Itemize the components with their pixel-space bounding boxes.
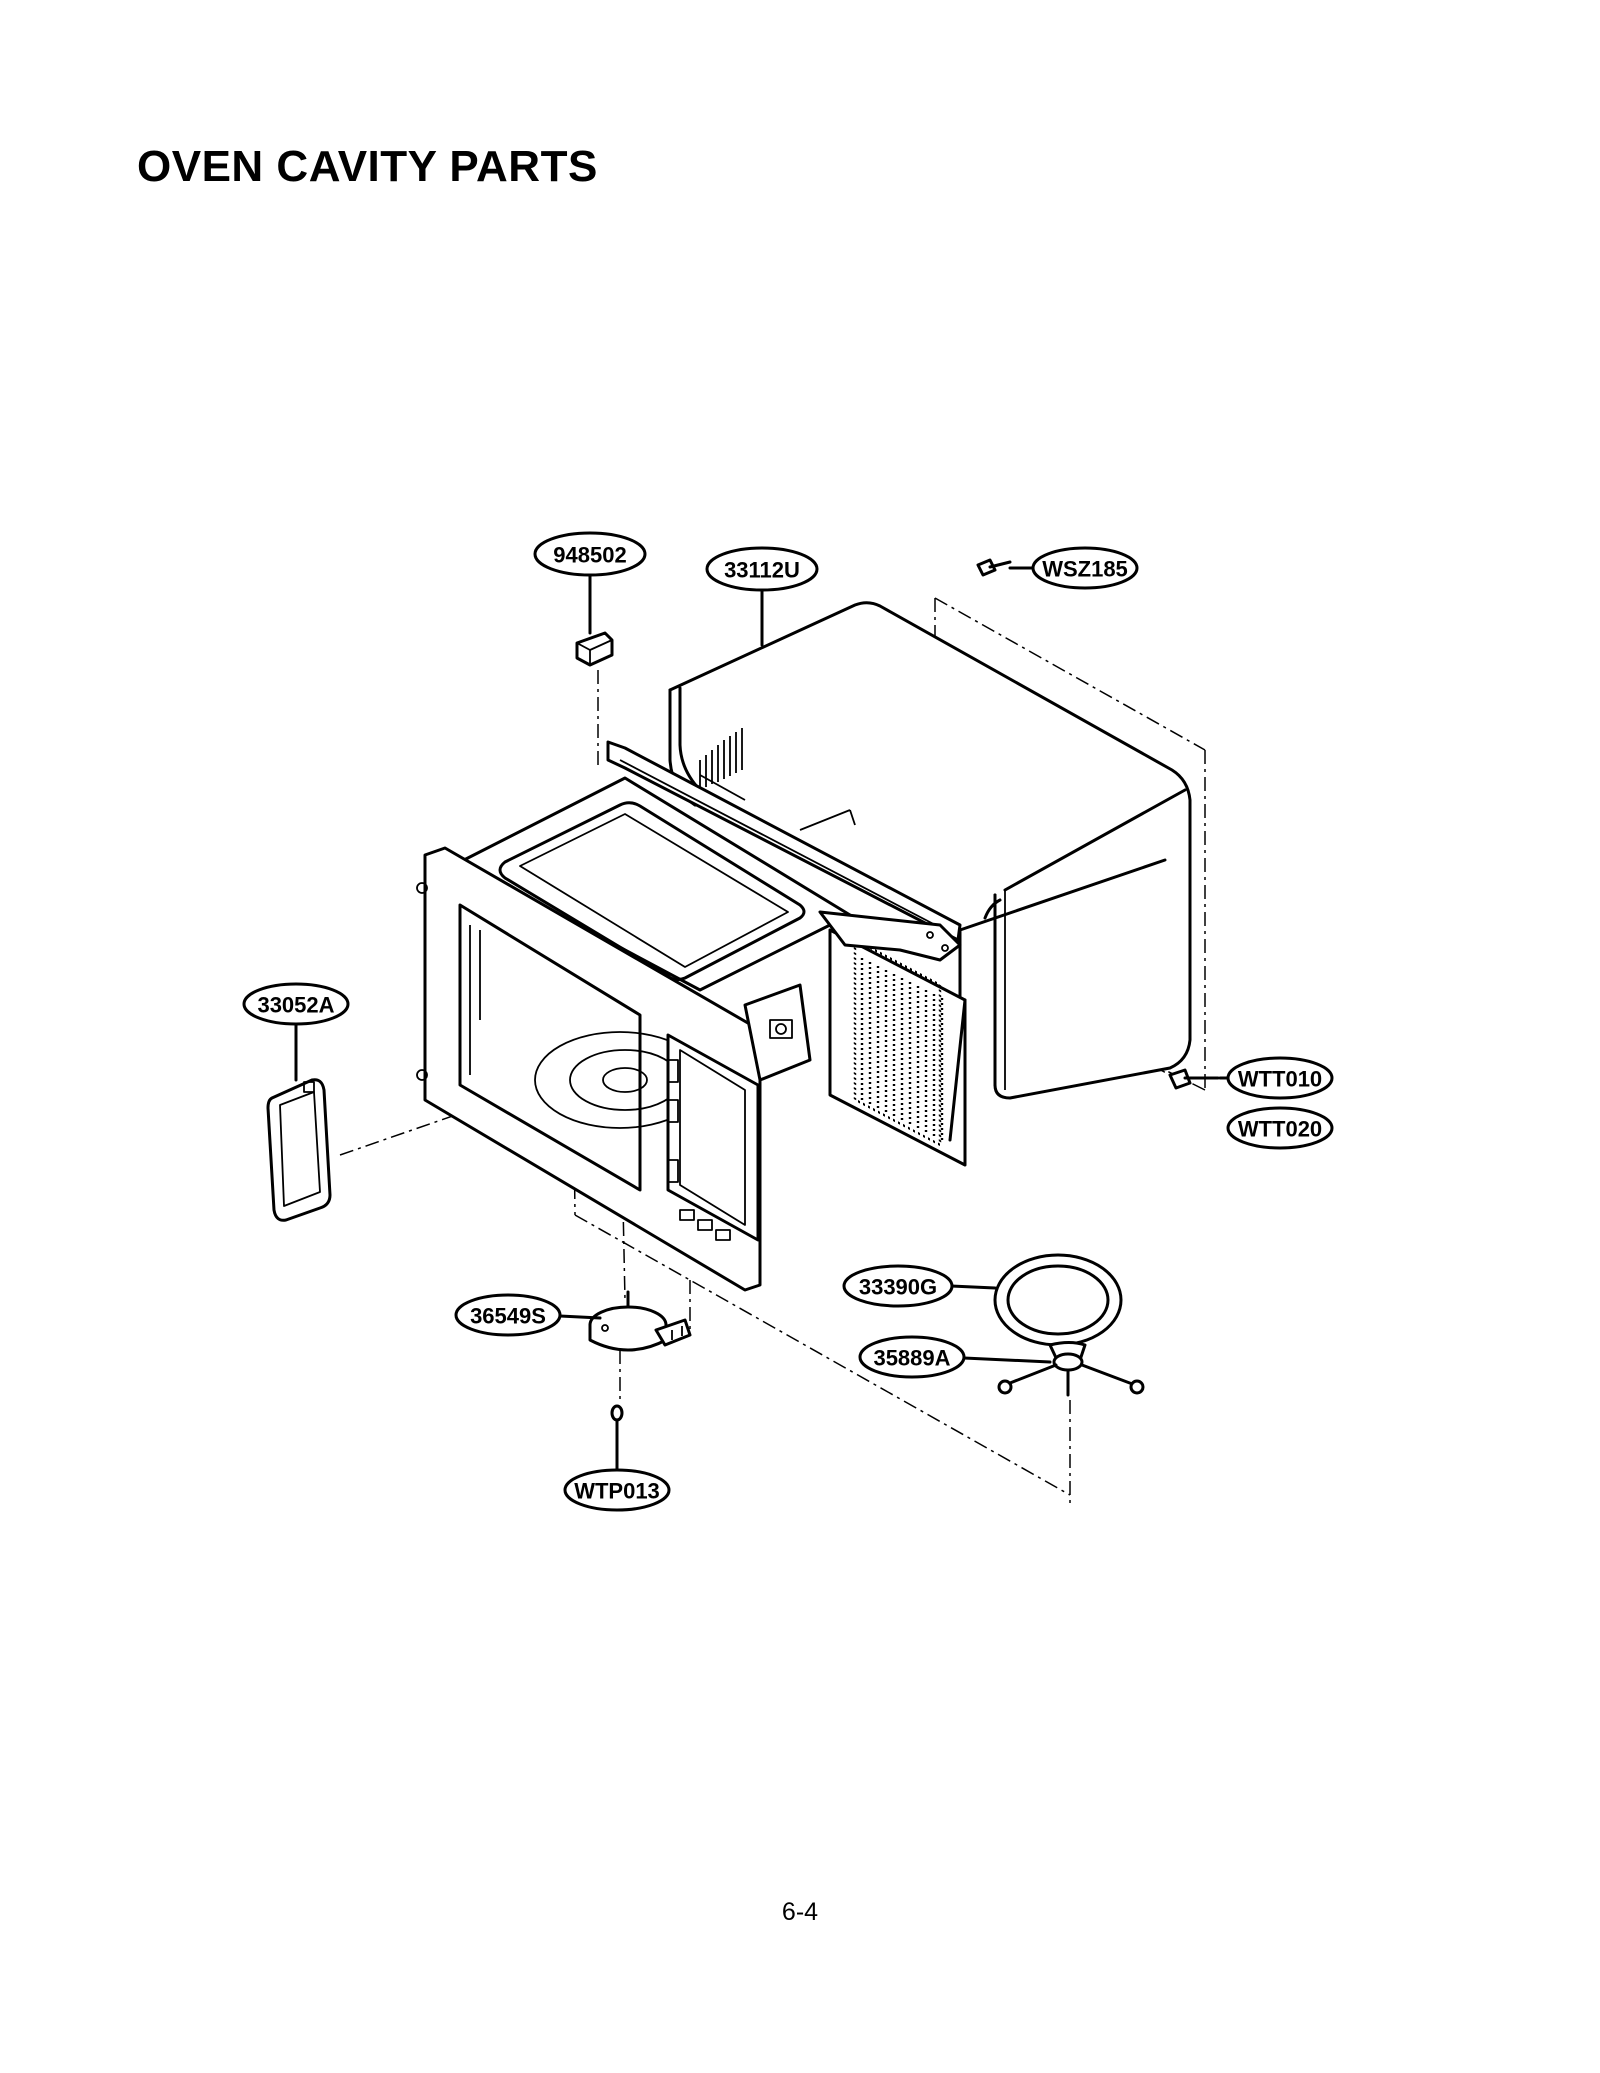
callout-36549S-label: 36549S xyxy=(470,1304,546,1329)
page-title: OVEN CAVITY PARTS xyxy=(137,142,598,191)
callout-WTT020-label: WTT020 xyxy=(1238,1117,1322,1142)
callout-WTP013-label: WTP013 xyxy=(574,1479,660,1504)
part-948502-block xyxy=(575,631,614,667)
callout-33052A: 33052A xyxy=(242,982,350,1026)
callout-948502: 948502 xyxy=(533,531,647,577)
callout-948502-label: 948502 xyxy=(553,543,626,568)
callout-WSZ185-label: WSZ185 xyxy=(1042,557,1128,582)
callout-WTT020: WTT020 xyxy=(1226,1106,1334,1150)
oven-cavity xyxy=(416,740,967,1292)
page-number: 6-4 xyxy=(781,1898,819,1926)
callout-WTP013: WTP013 xyxy=(563,1468,671,1512)
callout-33390G-label: 33390G xyxy=(859,1275,937,1300)
callout-33112U: 33112U xyxy=(705,546,819,592)
callout-35889A: 35889A xyxy=(858,1335,966,1379)
callout-WSZ185: WSZ185 xyxy=(1031,546,1139,590)
leader-lines xyxy=(294,566,1232,1480)
part-33052A-cover xyxy=(266,1078,332,1222)
outer-case xyxy=(668,601,1192,1100)
callout-WTT010: WTT010 xyxy=(1226,1056,1334,1100)
screw-WSZ185 xyxy=(976,558,1012,577)
screw-WTP013 xyxy=(610,1404,624,1450)
screw-WTT010 xyxy=(1168,1068,1220,1090)
callout-36549S: 36549S xyxy=(454,1293,562,1337)
callout-33052A-label: 33052A xyxy=(257,993,334,1018)
part-35889A-roller xyxy=(997,1341,1145,1397)
callout-33112U-label: 33112U xyxy=(724,558,800,583)
part-33390G-tray xyxy=(993,1253,1123,1347)
part-36549S-motor xyxy=(588,1290,692,1352)
callout-35889A-label: 35889A xyxy=(873,1346,950,1371)
callout-33390G: 33390G xyxy=(842,1264,954,1308)
callout-WTT010-label: WTT010 xyxy=(1238,1067,1322,1092)
